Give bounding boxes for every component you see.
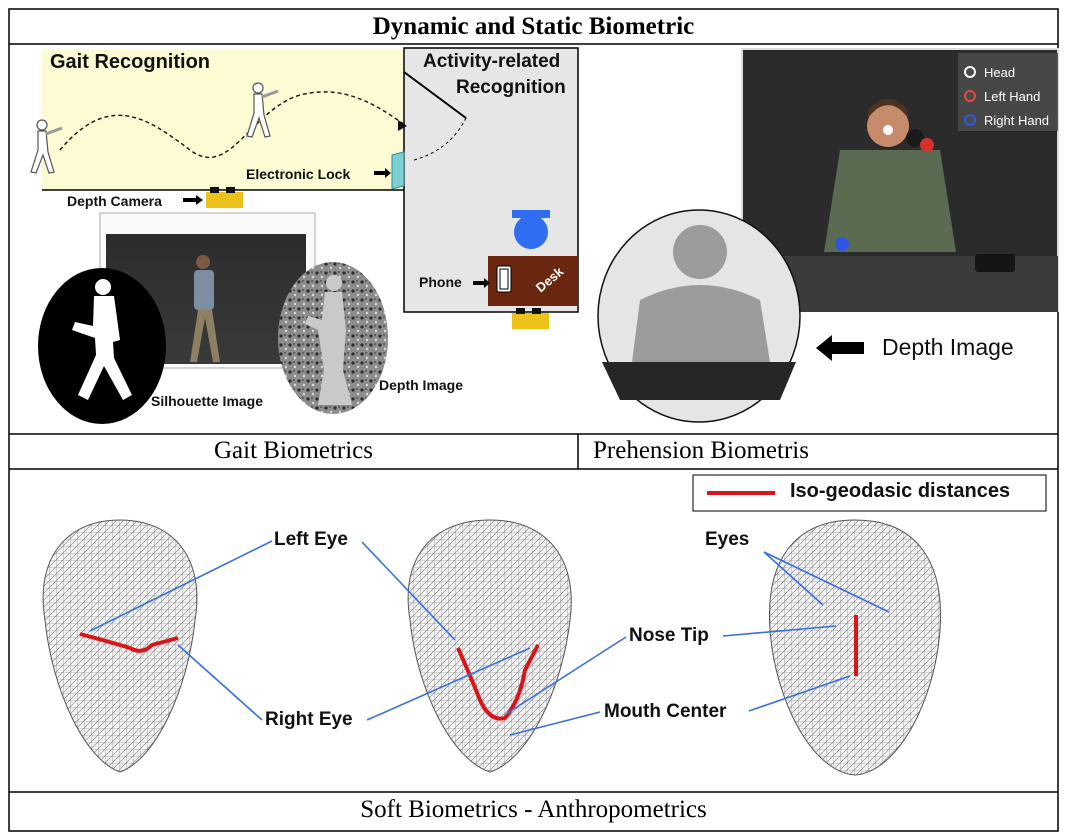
right-eye-label: Right Eye (265, 709, 353, 730)
walking-person-photo (190, 255, 220, 362)
walking-path (59, 91, 406, 158)
legend-label-head: Head (984, 64, 1016, 80)
depth-figure (305, 275, 352, 405)
activity-heading-line1: Activity-related (423, 51, 561, 72)
figure-title: Dynamic and Static Biometric (372, 13, 695, 40)
legend-item-right-hand: Right Hand (964, 108, 1049, 132)
iso-geodesic-curve (79, 632, 179, 653)
mouth-center-label: Mouth Center (604, 701, 727, 722)
gait-heading: Gait Recognition (50, 51, 210, 73)
nose-tip-label: Nose Tip (629, 625, 709, 646)
depth-arrow-icon (816, 335, 864, 361)
pointer-lines (89, 540, 890, 736)
iso-geodesic-curve (456, 644, 540, 721)
gait-depth-image-label: Depth Image (379, 377, 464, 393)
phone-photo (975, 254, 1015, 272)
room-person-icon (512, 210, 550, 218)
prehension-caption: Prehension Biometris (593, 437, 809, 464)
prehension-depth-figure (602, 225, 796, 400)
person-photo (824, 99, 956, 252)
prehension-panel (597, 48, 1059, 423)
activity-heading-line2: Recognition (456, 77, 566, 98)
gait-panel (30, 47, 579, 424)
depth-camera-label: Depth Camera (67, 193, 162, 209)
legend-label-left-hand: Left Hand (984, 88, 1041, 104)
soft-legend-label: Iso-geodasic distances (790, 480, 1011, 502)
silhouette-image-label: Silhouette Image (151, 393, 264, 409)
prehension-legend: Head Left Hand Right Hand (964, 60, 1049, 132)
left-eye-label: Left Eye (274, 529, 348, 550)
walker-figure-icon (30, 119, 63, 174)
legend-label-right-hand: Right Hand (984, 112, 1050, 128)
prehension-depth-image-label: Depth Image (882, 334, 1014, 360)
face-mesh-2 (407, 519, 572, 773)
electronic-lock-label: Electronic Lock (246, 166, 351, 182)
legend-item-head: Head (964, 60, 1049, 84)
head-marker-icon (964, 66, 976, 78)
phone-label: Phone (419, 274, 462, 290)
soft-caption: Soft Biometrics - Anthropometrics (360, 796, 707, 823)
table-frame (8, 8, 1059, 832)
left-hand-marker-icon (964, 90, 976, 102)
legend-item-left-hand: Left Hand (964, 84, 1049, 108)
depth-camera-icon (206, 192, 243, 208)
depth-camera-icon (512, 313, 549, 329)
silhouette-figure (72, 279, 132, 400)
right-hand-marker-icon (964, 114, 976, 126)
electronic-lock-icon (391, 151, 405, 190)
gait-caption: Gait Biometrics (214, 437, 373, 464)
soft-panel (42, 474, 1047, 776)
walker-figure-icon (246, 82, 279, 138)
eyes-label: Eyes (705, 529, 750, 550)
